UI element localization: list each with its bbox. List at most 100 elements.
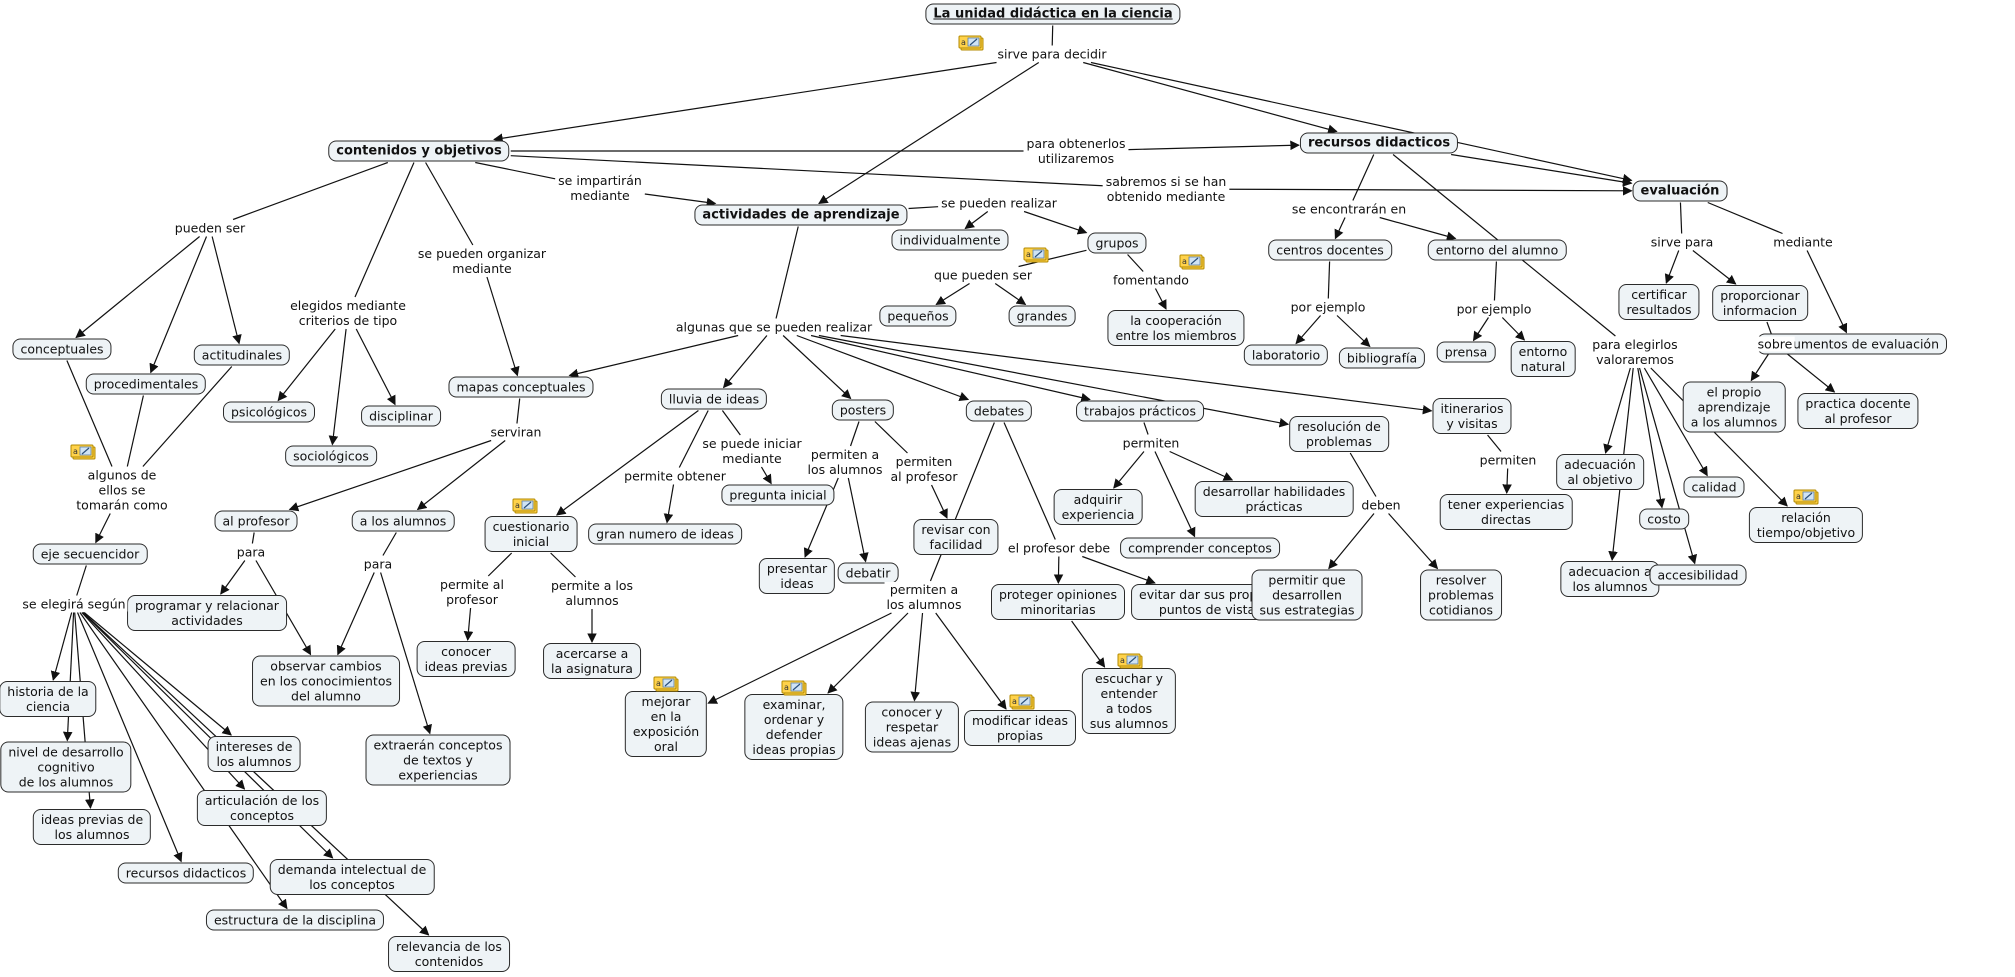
concept-node-acercarse[interactable]: acercarse a la asignatura xyxy=(543,643,641,679)
concept-node-grandes[interactable]: grandes xyxy=(1008,305,1076,327)
concept-node-lluvia[interactable]: lluvia de ideas xyxy=(660,388,768,410)
concept-node-tener[interactable]: tener experiencias directas xyxy=(1439,494,1573,530)
concept-node-intereses[interactable]: intereses de los alumnos xyxy=(207,736,301,772)
concept-node-prensa[interactable]: prensa xyxy=(1436,341,1496,363)
concept-node-adquirir[interactable]: adquirir experiencia xyxy=(1053,489,1143,525)
concept-node-calidad[interactable]: calidad xyxy=(1683,476,1745,498)
concept-node-articulacion[interactable]: articulación de los conceptos xyxy=(196,790,328,826)
concept-node-extraeran[interactable]: extraerán conceptos de textos y experien… xyxy=(365,734,511,786)
resource-icon[interactable]: a xyxy=(1023,247,1049,263)
concept-node-proteger[interactable]: proteger opiniones minoritarias xyxy=(991,584,1125,620)
connector-line xyxy=(232,161,388,221)
concept-node-posters[interactable]: posters xyxy=(831,399,895,421)
concept-node-recursos2[interactable]: recursos didacticos xyxy=(117,862,255,884)
concept-node-demanda[interactable]: demanda intelectual de los conceptos xyxy=(269,859,435,895)
concept-node-pregunta[interactable]: pregunta inicial xyxy=(721,484,835,506)
resource-icon[interactable]: a xyxy=(70,444,96,460)
concept-node-observar[interactable]: observar cambios en los conocimientos de… xyxy=(252,655,400,707)
concept-node-contenidos[interactable]: contenidos y objetivos xyxy=(328,140,510,162)
concept-node-revisar[interactable]: revisar con facilidad xyxy=(913,519,999,555)
resource-icon[interactable]: a xyxy=(512,498,538,514)
concept-node-relevancia[interactable]: relevancia de los contenidos xyxy=(388,936,510,972)
connector-line xyxy=(1603,367,1631,454)
concept-node-adecuacional[interactable]: adecuacion a los alumnos xyxy=(1560,561,1660,597)
resource-icon[interactable]: a xyxy=(1793,489,1819,505)
concept-node-individualmente[interactable]: individualmente xyxy=(891,229,1009,251)
concept-node-cooperacion[interactable]: la cooperación entre los miembros xyxy=(1107,310,1245,346)
concept-node-pequenos[interactable]: pequeños xyxy=(879,305,957,327)
svg-text:a: a xyxy=(1182,257,1187,266)
concept-node-trabajos[interactable]: trabajos prácticos xyxy=(1076,400,1204,422)
concept-node-programar[interactable]: programar y relacionar actividades xyxy=(127,595,287,631)
concept-node-procedimentales[interactable]: procedimentales xyxy=(85,373,207,395)
connector-line xyxy=(76,612,183,863)
concept-node-title[interactable]: La unidad didáctica en la ciencia xyxy=(925,3,1181,25)
resource-icon[interactable]: a xyxy=(958,35,984,51)
concept-node-laboratorio[interactable]: laboratorio xyxy=(1243,344,1329,366)
resource-icon[interactable]: a xyxy=(781,680,807,696)
connector-line xyxy=(66,360,113,467)
concept-node-disciplinar[interactable]: disciplinar xyxy=(361,405,441,427)
concept-node-presentar[interactable]: presentar ideas xyxy=(758,558,836,594)
concept-node-actitudinales[interactable]: actitudinales xyxy=(193,344,291,366)
concept-node-historia[interactable]: historia de la ciencia xyxy=(0,681,97,717)
concept-node-itinerarios[interactable]: itinerarios y visitas xyxy=(1432,398,1512,434)
concept-node-estructura[interactable]: estructura de la disciplina xyxy=(205,909,385,931)
concept-node-entorno[interactable]: entorno del alumno xyxy=(1427,239,1567,261)
concept-node-proporcionar[interactable]: proporcionar informacion xyxy=(1712,285,1808,321)
concept-node-costo[interactable]: costo xyxy=(1639,508,1689,530)
concept-node-psicologicos[interactable]: psicológicos xyxy=(222,401,316,423)
concept-node-certificar[interactable]: certificar resultados xyxy=(1618,284,1700,320)
concept-node-conocer[interactable]: conocer ideas previas xyxy=(416,641,516,677)
link-phrase-sepuedenreal: se pueden realizar xyxy=(939,195,1059,211)
link-phrase-mediante: mediante xyxy=(1771,234,1835,250)
concept-node-mapas[interactable]: mapas conceptuales xyxy=(448,376,594,398)
concept-node-alprofesor[interactable]: al profesor xyxy=(214,510,298,532)
concept-node-bibliografia[interactable]: bibliografía xyxy=(1338,347,1426,369)
concept-node-permitirque[interactable]: permitir que desarrollen sus estrategias xyxy=(1251,569,1363,621)
connector-line xyxy=(1487,434,1502,452)
concept-node-evaluacion[interactable]: evaluación xyxy=(1632,180,1728,202)
concept-node-modificar[interactable]: modificar ideas propias xyxy=(963,710,1077,746)
concept-node-gran[interactable]: gran numero de ideas xyxy=(588,523,742,545)
concept-node-instrumentos[interactable]: instrumentos de evaluación xyxy=(1756,333,1948,355)
concept-node-resolucion[interactable]: resolución de problemas xyxy=(1289,416,1389,452)
concept-node-accesibilidad[interactable]: accesibilidad xyxy=(1649,564,1747,586)
concept-node-desarrollar[interactable]: desarrollar habilidades prácticas xyxy=(1194,481,1354,517)
concept-node-conocerrespetar[interactable]: conocer y respetar ideas ajenas xyxy=(864,701,960,753)
concept-node-debatir[interactable]: debatir xyxy=(837,562,899,584)
concept-node-conceptuales[interactable]: conceptuales xyxy=(12,338,112,360)
concept-node-centros[interactable]: centros docentes xyxy=(1268,239,1392,261)
concept-node-cuestionario[interactable]: cuestionario inicial xyxy=(484,516,578,552)
concept-node-practica[interactable]: practica docente al profesor xyxy=(1797,393,1919,429)
concept-node-actividades[interactable]: actividades de aprendizaje xyxy=(694,204,908,226)
concept-node-eje[interactable]: eje secuencidor xyxy=(32,543,148,565)
connector-line xyxy=(1143,422,1149,435)
concept-node-ideasprevias[interactable]: ideas previas de los alumnos xyxy=(32,809,152,845)
concept-node-examinar[interactable]: examinar, ordenar y defender ideas propi… xyxy=(744,694,844,760)
concept-node-adecuacionobj[interactable]: adecuación al objetivo xyxy=(1556,454,1644,490)
connector-line xyxy=(707,612,892,704)
concept-node-recursos[interactable]: recursos didacticos xyxy=(1299,132,1459,154)
concept-node-grupos[interactable]: grupos xyxy=(1087,232,1147,254)
concept-node-escuchar[interactable]: escuchar y entender a todos sus alumnos xyxy=(1081,668,1177,734)
concept-node-entornonatural[interactable]: entorno natural xyxy=(1510,341,1576,377)
concept-node-sociologicos[interactable]: sociológicos xyxy=(285,445,377,467)
concept-node-relacion[interactable]: relación tiempo/objetivo xyxy=(1748,507,1864,543)
concept-node-elpropio[interactable]: el propio aprendizaje a los alumnos xyxy=(1682,381,1786,433)
svg-text:a: a xyxy=(515,501,520,510)
concept-node-alosalumnos[interactable]: a los alumnos xyxy=(351,510,455,532)
connector-line xyxy=(1692,250,1737,285)
resource-icon[interactable]: a xyxy=(653,676,679,692)
concept-node-debates[interactable]: debates xyxy=(965,400,1033,422)
resource-icon[interactable]: a xyxy=(1009,694,1035,710)
concept-node-mejorar[interactable]: mejorar en la exposición oral xyxy=(624,691,708,757)
connector-line xyxy=(1750,352,1770,382)
concept-node-nivel[interactable]: nivel de desarrollo cognitivo de los alu… xyxy=(0,741,132,793)
resource-icon[interactable]: a xyxy=(1117,653,1143,669)
concept-node-resolver[interactable]: resolver problemas cotidianos xyxy=(1420,569,1502,621)
concept-node-comprender[interactable]: comprender conceptos xyxy=(1120,537,1280,559)
connector-line xyxy=(555,410,699,516)
connector-line xyxy=(1379,216,1457,241)
resource-icon[interactable]: a xyxy=(1179,254,1205,270)
